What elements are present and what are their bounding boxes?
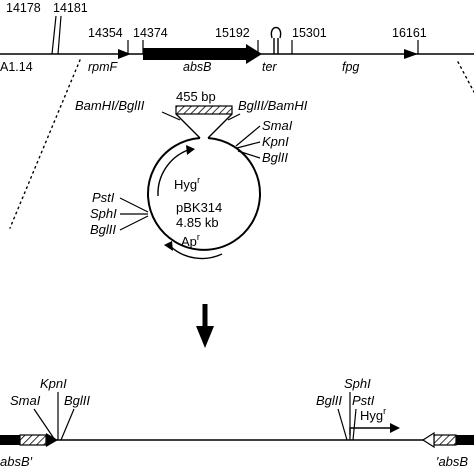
plasmid-name: pBK314 (176, 200, 222, 215)
bottom-tick-PstI (352, 408, 357, 441)
site-SmaI-right: SmaI (262, 118, 293, 133)
absB-prime-bar (0, 435, 20, 445)
amp-arrowhead (164, 241, 173, 251)
zoom-line-right (457, 61, 474, 93)
bottom-site-PstI: PstI (352, 393, 375, 408)
site-tick-BglII-left (119, 215, 149, 231)
plasmid-size: 4.85 kb (176, 215, 219, 230)
coord-14178: 14178 (6, 1, 41, 15)
zoom-line-left (9, 59, 81, 229)
sites-left-top: BamHI/BglII (75, 98, 145, 113)
site-tick-PstI (119, 197, 149, 213)
bottom-recombinant-map: KpnI SmaI BglII SphI BglII PstI Hygr abs… (0, 376, 474, 469)
sites-right-top: BglII/BamHI (238, 98, 308, 113)
insert-funnel (175, 113, 233, 139)
bottom-hyg-arrow (349, 427, 392, 435)
bottom-site-KpnI: KpnI (40, 376, 67, 391)
bottom-site-BglII-left: BglII (64, 393, 90, 408)
left-insert-fragment (19, 434, 47, 446)
site-tick-SmaI (235, 125, 261, 147)
left-insert-arrowhead (46, 433, 58, 447)
insert-fragment (175, 105, 233, 115)
bottom-site-SmaI: SmaI (10, 393, 41, 408)
fpg-arrowhead (404, 49, 418, 59)
absB-arrowhead (246, 44, 262, 64)
site-SphI-left: SphI (90, 206, 117, 221)
gene-label-fpg: fpg (342, 60, 359, 74)
bottom-gene-absB-prime: absB′ (0, 454, 33, 469)
top-genomic-map: 14178 14181 14354 14374 15192 15301 1616… (0, 1, 474, 74)
amp-arc-arrow (169, 245, 223, 260)
bottom-tick-BglII-left (60, 408, 75, 441)
coord-15192: 15192 (215, 26, 250, 40)
bottom-tick-BglII-right (337, 408, 348, 441)
coord-14354: 14354 (88, 26, 123, 40)
site-tick-KpnI (236, 141, 261, 149)
hyg-arc-arrow (157, 149, 189, 197)
amp-label: Apr (181, 232, 200, 249)
bottom-site-BglII-right: BglII (316, 393, 342, 408)
insert-size-label: 455 bp (176, 89, 216, 104)
right-insert-arrowhead (421, 431, 435, 449)
bottom-tick-SmaI (33, 408, 56, 441)
site-tick-BglII-right (237, 150, 261, 159)
coord-15301: 15301 (292, 26, 327, 40)
left-cut-label: A1.14 (0, 60, 33, 74)
bottom-gene-prime-absB: ′absB (436, 454, 468, 469)
coord-16161: 16161 (392, 26, 427, 40)
hyg-label: Hygr (174, 175, 200, 192)
site-tick-right-top (227, 113, 241, 121)
recombination-arrow (196, 304, 214, 348)
site-tick-left-top (161, 111, 181, 121)
bottom-hyg-arrowhead (390, 423, 400, 433)
plasmid-pBK314: 455 bp Hygr Apr pBK314 4.85 kb BamHI/Bgl… (75, 89, 308, 260)
bottom-site-SphI: SphI (344, 376, 371, 391)
gene-label-rpmF: rpmF (88, 60, 119, 74)
tick-14181 (57, 15, 62, 55)
site-BglII-right: BglII (262, 150, 288, 165)
gene-label-absB: absB (183, 60, 212, 74)
rpmF-arrowhead (118, 49, 131, 59)
site-PstI-left: PstI (92, 190, 115, 205)
coord-14181: 14181 (53, 1, 88, 15)
prime-absB-bar (456, 435, 474, 445)
coord-14374: 14374 (133, 26, 168, 40)
site-BglII-left: BglII (90, 222, 116, 237)
absB-gene-bar (143, 48, 248, 60)
bottom-hyg-label: Hygr (360, 406, 386, 423)
hyg-arrowhead (186, 145, 195, 155)
gene-label-ter: ter (262, 60, 277, 74)
site-KpnI-right: KpnI (262, 134, 289, 149)
tick-14178 (51, 15, 57, 55)
plasmid-circle (147, 137, 261, 251)
right-insert-fragment (433, 434, 457, 446)
terminator-icon (270, 26, 282, 54)
